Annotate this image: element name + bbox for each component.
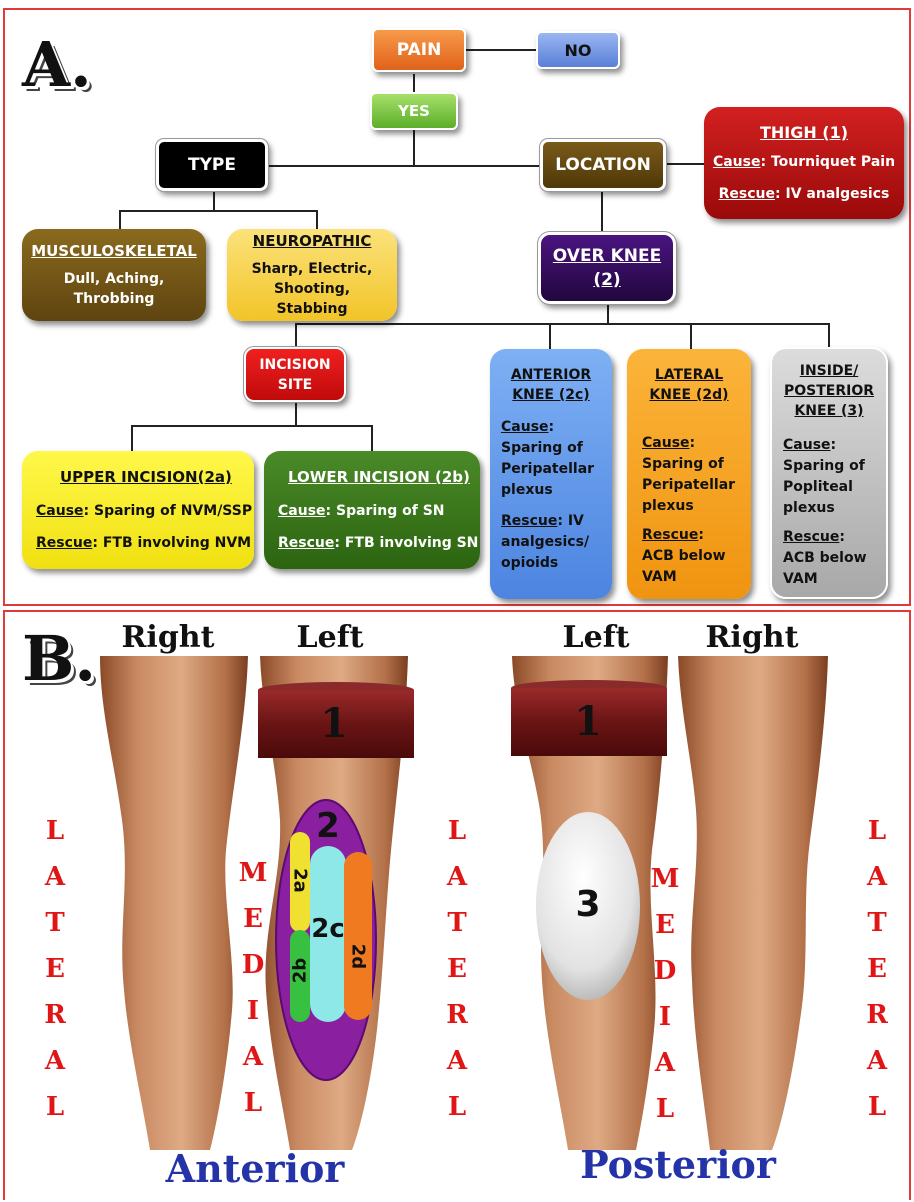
anterior-right-heading: Right — [118, 620, 218, 655]
panel-b-label: B. — [22, 622, 96, 695]
anterior-left-heading: Left — [290, 620, 370, 655]
zone-2c-label: 2c — [306, 914, 350, 944]
posterior-caption: Posterior — [568, 1142, 788, 1187]
zone-2a-label: 2a — [290, 861, 311, 901]
zone-2d-label: 2d — [348, 937, 369, 977]
zone-2b-label: 2b — [290, 951, 311, 991]
zone-1-label-anterior: 1 — [304, 700, 364, 747]
anterior-right-leg — [100, 656, 248, 1150]
zone-2-label: 2 — [308, 806, 348, 846]
posterior-right-leg — [678, 656, 828, 1150]
posterior-right-heading: Right — [702, 620, 802, 655]
anterior-caption: Anterior — [150, 1146, 360, 1191]
zone-1-label-posterior: 1 — [558, 698, 618, 745]
posterior-left-heading: Left — [556, 620, 636, 655]
zone-3-label: 3 — [568, 884, 608, 925]
